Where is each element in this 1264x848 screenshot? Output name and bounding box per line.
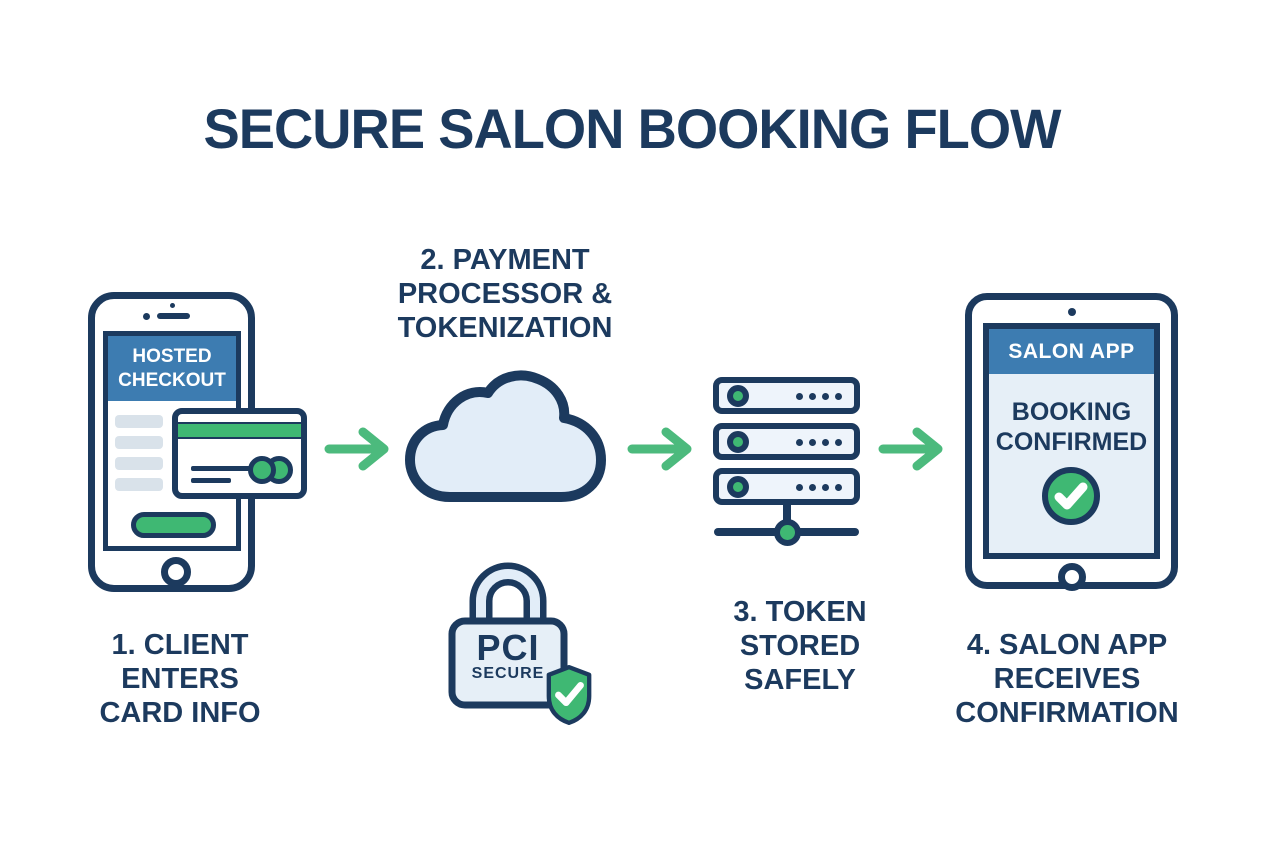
step-4-label-line3: CONFIRMATION	[955, 697, 1179, 729]
server-stack-icon	[713, 377, 860, 547]
pci-padlock-icon: PCI SECURE	[447, 549, 597, 729]
step-4-label-line2: RECEIVES	[993, 663, 1141, 695]
step-3-label-line1: 3. TOKEN	[733, 596, 867, 628]
tablet-screen: SALON APP BOOKING CONFIRMED	[983, 323, 1160, 559]
step-3-label: 3. TOKEN STORED SAFELY	[675, 595, 925, 697]
server-network-connector	[783, 503, 791, 525]
tablet-home-button	[1058, 563, 1086, 591]
card-magnetic-stripe	[178, 422, 301, 439]
flow-arrow-2-icon	[627, 425, 693, 473]
booking-status-line2: CONFIRMED	[995, 428, 1148, 456]
card-text-line	[191, 466, 251, 471]
submit-button-illustration	[131, 512, 216, 538]
hosted-checkout-line2: CHECKOUT	[118, 370, 226, 391]
step-3-label-line2: STORED	[739, 630, 861, 662]
server-unit	[713, 377, 860, 414]
server-led-dot	[727, 385, 749, 407]
phone-screen: HOSTED CHECKOUT	[103, 331, 241, 551]
phone-speaker-bar	[157, 313, 190, 319]
flow-arrow-3-icon	[878, 425, 944, 473]
network-node-dot	[774, 519, 801, 546]
salon-app-header: SALON APP	[989, 329, 1154, 374]
step-2-label-line3: TOKENIZATION	[397, 312, 613, 344]
card-text-line	[191, 478, 231, 483]
step-2-label: 2. PAYMENT PROCESSOR & TOKENIZATION	[375, 243, 635, 345]
tablet-camera-dot	[1068, 308, 1076, 316]
card-logo-circle	[248, 456, 276, 484]
step-1-label-line3: CARD INFO	[99, 697, 261, 729]
hosted-checkout-line1: HOSTED	[132, 346, 212, 367]
server-led-dot	[727, 476, 749, 498]
phone-camera-dot	[143, 313, 150, 320]
form-field-placeholder	[115, 478, 163, 491]
phone-sensor-dot	[170, 303, 175, 308]
step-4-label-line1: 4. SALON APP	[966, 629, 1168, 661]
form-field-placeholder	[115, 415, 163, 428]
hosted-checkout-header: HOSTED CHECKOUT	[108, 336, 236, 401]
tablet-icon: SALON APP BOOKING CONFIRMED	[965, 293, 1178, 591]
step-1-label: 1. CLIENT ENTERS CARD INFO	[55, 628, 305, 730]
step-2-label-line1: 2. PAYMENT	[420, 244, 590, 276]
step-1-label-line2: ENTERS	[121, 663, 239, 695]
shield-check-icon	[546, 664, 592, 726]
step-4-label: 4. SALON APP RECEIVES CONFIRMATION	[937, 628, 1197, 730]
server-vent-dots	[796, 484, 842, 491]
step-1-label-line1: 1. CLIENT	[111, 629, 249, 661]
form-field-placeholder	[115, 436, 163, 449]
credit-card-icon	[172, 408, 307, 499]
pci-label: PCI	[476, 627, 540, 668]
cloud-processor-icon	[402, 370, 608, 510]
phone-home-button	[161, 557, 191, 587]
server-unit	[713, 468, 860, 505]
form-field-placeholder	[115, 457, 163, 470]
flow-arrow-1-icon	[324, 425, 390, 473]
server-vent-dots	[796, 439, 842, 446]
booking-status-line1: BOOKING	[1011, 398, 1132, 426]
page-title: SECURE SALON BOOKING FLOW	[203, 97, 1062, 160]
server-vent-dots	[796, 393, 842, 400]
server-unit	[713, 423, 860, 460]
booking-status-text: BOOKING CONFIRMED	[989, 397, 1154, 457]
step-3-label-line3: SAFELY	[744, 664, 856, 696]
server-led-dot	[727, 431, 749, 453]
check-circle-icon	[1042, 467, 1100, 525]
step-2-label-line2: PROCESSOR &	[397, 278, 613, 310]
secure-label: SECURE	[471, 665, 545, 682]
